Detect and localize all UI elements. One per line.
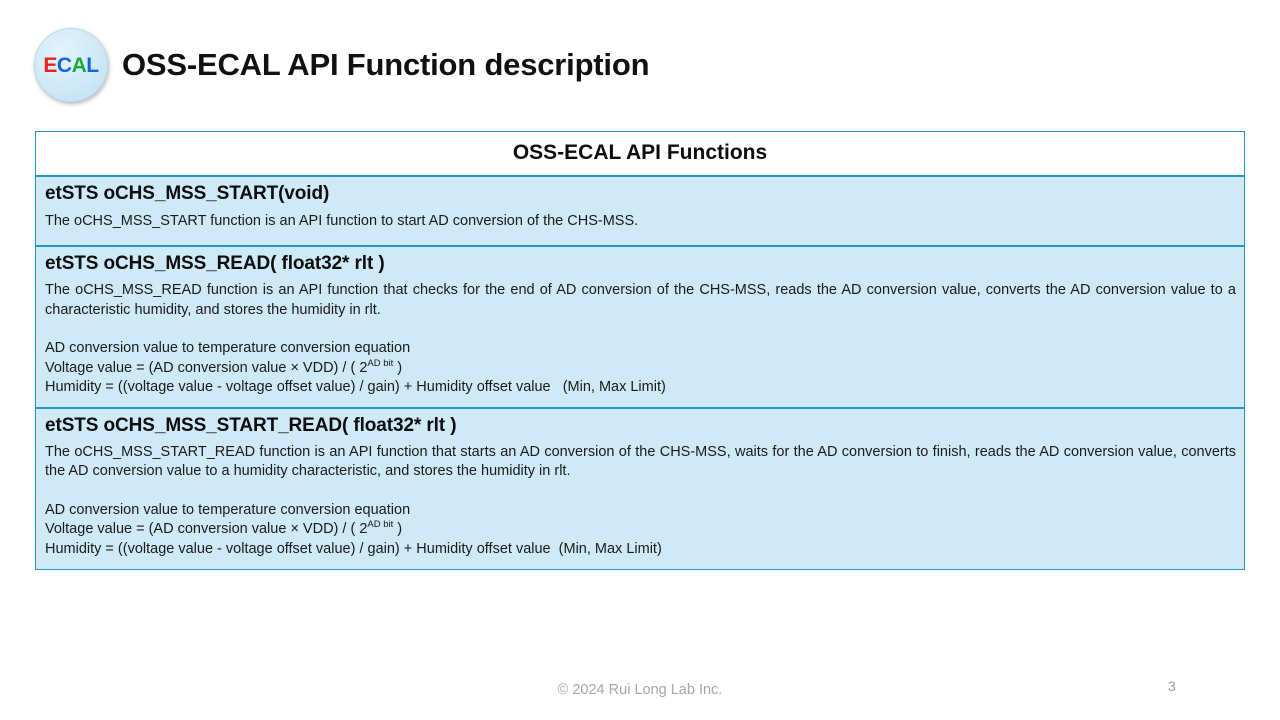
logo-letter-c: C [56, 53, 72, 77]
api-signature: etSTS oCHS_MSS_START_READ( float32* rlt … [45, 415, 457, 436]
equation-voltage: Voltage value = (AD conversion value × V… [45, 520, 1236, 540]
equation-voltage-exponent: AD bit [367, 519, 394, 531]
table-row: etSTS oCHS_MSS_START(void) The oCHS_MSS_… [36, 177, 1244, 248]
api-description: The oCHS_MSS_START function is an API fu… [45, 213, 639, 229]
equation-voltage-prefix: Voltage value = (AD conversion value × V… [45, 359, 368, 376]
equation-voltage-suffix: ) [393, 521, 403, 538]
equation-heading: AD conversion value to temperature conve… [45, 339, 411, 356]
api-functions-table: OSS-ECAL API Functions etSTS oCHS_MSS_ST… [35, 131, 1245, 570]
equation-voltage-exponent: AD bit [367, 357, 394, 369]
equation-humidity: Humidity = ((voltage value - voltage off… [45, 379, 666, 396]
api-equations: AD conversion value to temperature conve… [45, 501, 1236, 560]
table-row: etSTS oCHS_MSS_READ( float32* rlt ) The … [36, 247, 1244, 409]
equation-voltage-suffix: ) [393, 359, 403, 376]
ecal-logo-text: ECAL [43, 53, 99, 77]
api-signature: etSTS oCHS_MSS_READ( float32* rlt ) [45, 253, 385, 275]
api-description: The oCHS_MSS_START_READ function is an A… [45, 444, 1236, 480]
equation-voltage-prefix: Voltage value = (AD conversion value × V… [45, 521, 368, 538]
table-header-title: OSS-ECAL API Functions [512, 141, 768, 164]
equation-voltage: Voltage value = (AD conversion value × V… [45, 357, 1236, 379]
logo-letter-e: E [43, 53, 57, 77]
api-body: The oCHS_MSS_READ function is an API fun… [36, 279, 1244, 407]
api-description: The oCHS_MSS_READ function is an API fun… [45, 282, 1236, 318]
ecal-logo-icon: ECAL [34, 28, 108, 102]
api-body: The oCHS_MSS_START function is an API fu… [36, 209, 1244, 245]
api-body: The oCHS_MSS_START_READ function is an A… [36, 441, 1244, 569]
logo-letter-a: A [71, 53, 87, 77]
table-header-row: OSS-ECAL API Functions [36, 132, 1244, 177]
api-equations: AD conversion value to temperature conve… [45, 339, 1236, 398]
equation-heading: AD conversion value to temperature conve… [45, 501, 411, 518]
table-row: etSTS oCHS_MSS_START_READ( float32* rlt … [36, 409, 1244, 569]
page-title: OSS-ECAL API Function description [122, 47, 650, 82]
api-signature: etSTS oCHS_MSS_START(void) [45, 183, 330, 204]
footer-page-number: 3 [1168, 678, 1176, 694]
slide-header: ECAL OSS-ECAL API Function description [34, 28, 650, 102]
equation-humidity: Humidity = ((voltage value - voltage off… [45, 541, 662, 557]
footer-copyright: © 2024 Rui Long Lab Inc. [557, 682, 723, 698]
logo-letter-l: L [86, 53, 99, 77]
